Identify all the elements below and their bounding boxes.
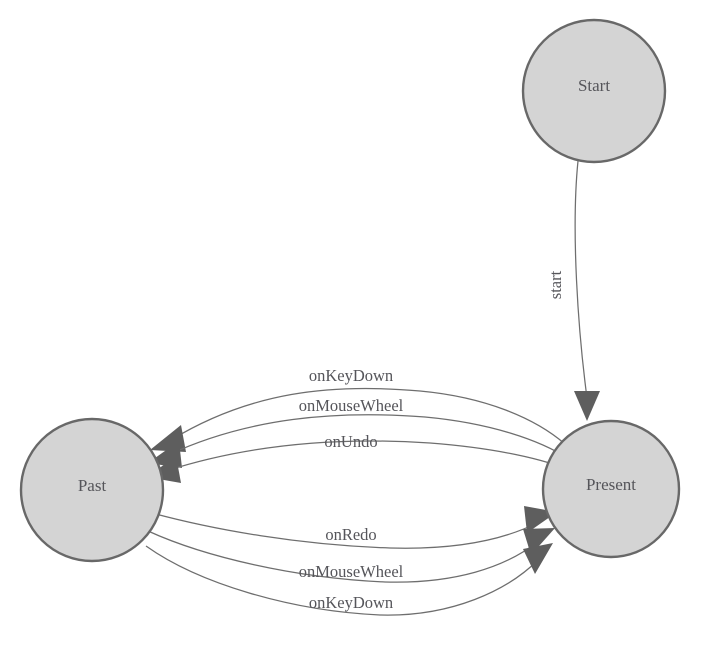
edge-onredo-path	[151, 512, 538, 549]
edge-label-onmousewheel-upper: onMouseWheel	[299, 396, 404, 415]
edge-label-onredo: onRedo	[325, 525, 376, 544]
edge-past-to-present-onkeydown[interactable]: onKeyDown	[145, 543, 553, 616]
node-present[interactable]: Present	[541, 419, 681, 559]
arrowhead-icon	[150, 425, 186, 452]
node-start-label: Start	[578, 76, 610, 95]
node-present-circle	[541, 419, 681, 559]
edge-label-onkeydown-lower: onKeyDown	[309, 593, 393, 612]
edge-start-to-present[interactable]: start	[546, 160, 600, 421]
edge-past-to-present-onredo[interactable]: onRedo	[151, 506, 557, 549]
edge-onmousewheel-lower-path	[147, 530, 537, 583]
node-past[interactable]: Past	[19, 417, 165, 563]
edge-start-path	[574, 160, 588, 399]
edge-onmousewheel-upper-path	[167, 414, 570, 460]
edge-label-onmousewheel-lower: onMouseWheel	[299, 562, 404, 581]
edge-label-onundo: onUndo	[324, 432, 377, 451]
node-past-label: Past	[78, 476, 107, 495]
node-past-circle	[19, 417, 165, 563]
node-start-circle	[521, 18, 667, 164]
edge-onkeydown-upper-path	[170, 387, 566, 445]
edge-onkeydown-lower-path	[145, 545, 539, 616]
edge-label-start: start	[546, 270, 565, 299]
arrowhead-icon	[574, 391, 600, 421]
edge-present-to-past-onundo[interactable]: onUndo	[147, 432, 575, 483]
node-start[interactable]: Start	[521, 18, 667, 164]
edge-label-onkeydown-upper: onKeyDown	[309, 366, 393, 385]
node-present-label: Present	[586, 475, 636, 494]
arrowhead-icon	[523, 543, 553, 574]
edge-onundo-path	[165, 440, 575, 473]
